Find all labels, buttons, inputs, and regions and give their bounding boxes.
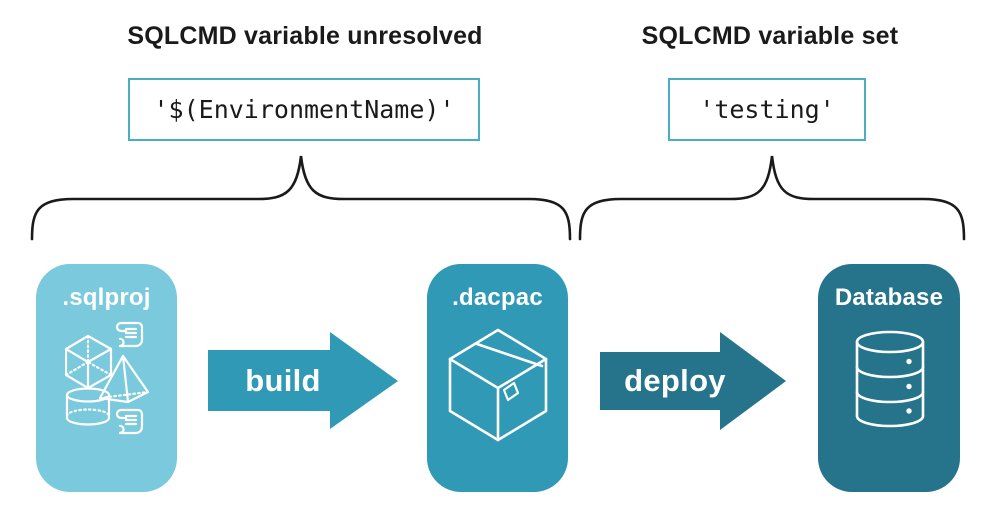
- stage-label-dacpac: .dacpac: [452, 284, 543, 311]
- build-arrow-label: build: [245, 362, 321, 398]
- scroll-icon: [115, 321, 144, 348]
- deploy-arrow-label: deploy: [624, 363, 726, 398]
- sql-objects-icons: [65, 321, 149, 435]
- code-text-environment-name: '$(EnvironmentName)': [153, 95, 455, 124]
- curly-brace-left-icon: [30, 155, 572, 241]
- code-text-testing: 'testing': [699, 95, 835, 124]
- package-box-icon: [448, 328, 548, 442]
- pyramid-icon: [98, 354, 149, 404]
- curly-brace-right-icon: [578, 155, 966, 241]
- cube-icon: [65, 334, 113, 390]
- database-cylinder-icon: [855, 330, 925, 428]
- code-box-testing: 'testing': [668, 78, 866, 141]
- stage-card-dacpac: .dacpac: [427, 264, 568, 492]
- deploy-arrow-icon: [600, 332, 786, 430]
- heading-sqlcmd-unresolved: SQLCMD variable unresolved: [127, 22, 483, 50]
- scroll-icon: [115, 408, 144, 435]
- stage-card-sqlproj: .sqlproj: [36, 264, 177, 492]
- stage-label-database: Database: [834, 284, 944, 311]
- stage-card-database: Database: [818, 264, 960, 492]
- cylinder-icon: [65, 387, 111, 426]
- code-box-environment-name: '$(EnvironmentName)': [128, 78, 480, 141]
- build-arrow-icon: [208, 332, 398, 429]
- stage-label-sqlproj: .sqlproj: [62, 284, 151, 311]
- heading-sqlcmd-set: SQLCMD variable set: [641, 22, 899, 50]
